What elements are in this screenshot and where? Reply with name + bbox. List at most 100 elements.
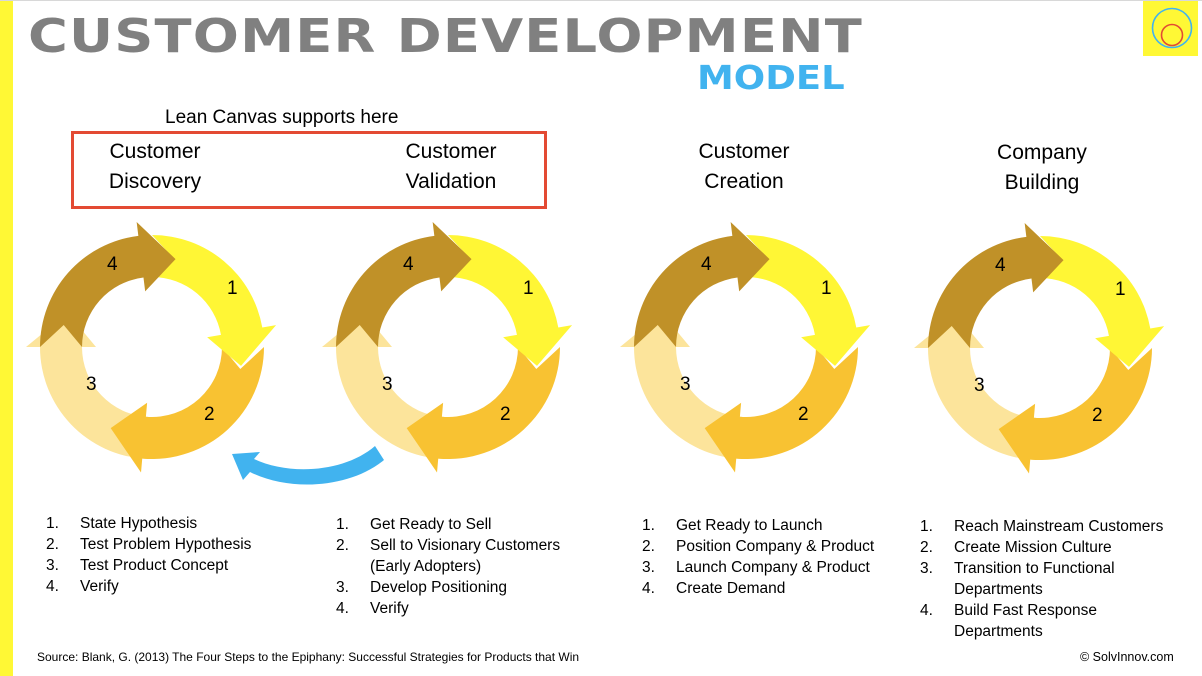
cycle-label-step-4: 4 (995, 255, 1006, 276)
cycle-arrow-step-1 (448, 235, 573, 366)
list-item: 3. Develop Positioning (336, 577, 560, 598)
step-number: 1. (46, 515, 59, 532)
cycle-label-step-4: 4 (107, 254, 118, 275)
phase-heading-line2: Validation (405, 170, 497, 193)
step-number: 2. (642, 538, 655, 555)
cycle-arrow-step-3 (914, 313, 1037, 460)
step-number: 3. (642, 559, 655, 576)
cycle-arrow-step-4 (928, 222, 1064, 348)
list-item: 4. Create Demand (642, 578, 874, 599)
list-item: 2.Create Mission Culture (920, 537, 1163, 558)
cycle-arrow-step-2 (110, 347, 265, 473)
step-number: 2. (46, 536, 59, 553)
list-item: 4. Verify (46, 576, 251, 597)
step-text: Verify (370, 600, 409, 617)
step-text: Create Demand (676, 580, 786, 597)
cycle-label-step-3: 3 (86, 374, 97, 395)
phase-heading-line1: Customer (405, 140, 497, 163)
step-text: Test Problem Hypothesis (80, 536, 252, 553)
cycle-label-step-2: 2 (500, 404, 511, 425)
phase-heading-line1: Customer (109, 140, 201, 163)
list-item: 4. Verify (336, 598, 560, 619)
step-text: Get Ready to Sell (370, 516, 492, 533)
step-number: 3. (336, 579, 349, 596)
cycle-arrow-step-4 (336, 221, 472, 347)
steps-list-building: 1. Reach Mainstream Customers 2.Create Mis… (920, 516, 1163, 642)
step-text: Get Ready to Launch (676, 517, 823, 534)
steps-list-validation: 1. Get Ready to Sell 2. Sell to Visionary C… (336, 514, 560, 619)
step-text: Departments (954, 623, 1043, 640)
step-number: 3. (920, 560, 933, 577)
cycle-label-step-1: 1 (821, 278, 832, 299)
phase-heading-line1: Customer (698, 140, 790, 163)
cycle-label-step-4: 4 (701, 254, 712, 275)
step-number: 4. (642, 580, 655, 597)
step-number (920, 579, 954, 600)
step-text: Develop Positioning (370, 579, 508, 596)
cycle-arrow-step-3 (26, 312, 149, 459)
list-item: 1. Get Ready to Launch (642, 515, 874, 536)
cycle-arrow-step-1 (1040, 236, 1165, 367)
step-text: Departments (954, 581, 1043, 598)
step-number: 2. (336, 537, 349, 554)
list-item: 1. Reach Mainstream Customers (920, 516, 1163, 537)
cycle-arrow-step-1 (152, 235, 277, 366)
copyright-notice: © SolvInnov.com (1080, 650, 1174, 664)
step-text: Create Mission Culture (954, 539, 1112, 556)
cycle-arrow-step-2 (406, 347, 560, 473)
lean-canvas-label: Lean Canvas supports here (165, 107, 399, 128)
step-text: Transition to Functional (954, 560, 1115, 577)
step-text: Build Fast Response (954, 602, 1098, 619)
lean-canvas-highlight-box (71, 131, 547, 209)
list-item: 2. Position Company & Product (642, 536, 874, 557)
step-text: Launch Company & Product (676, 559, 870, 576)
phase-heading-line2: Discovery (108, 170, 202, 193)
phase-heading-building: Company Building (982, 138, 1102, 198)
step-number (336, 556, 370, 577)
curved-return-arrow-icon (230, 440, 390, 500)
top-border (0, 0, 1202, 1)
list-item: 3. Transition to Functional (920, 558, 1163, 579)
step-number: 1. (642, 517, 655, 534)
cycle-arrow-step-2 (998, 348, 1152, 474)
step-number: 4. (920, 602, 933, 619)
step-number: 1. (920, 518, 933, 535)
step-number: 1. (336, 516, 349, 533)
cycle-arrow-step-3 (620, 312, 743, 459)
step-number: 4. (46, 578, 59, 595)
cycle-label-step-3: 3 (680, 374, 691, 395)
cycle-diagram-building: 1 2 3 4 (914, 222, 1165, 474)
list-item: 2. Test Problem Hypothesis (46, 534, 251, 555)
cycle-label-step-2: 2 (1092, 405, 1103, 426)
phase-heading-line2: Building (1004, 171, 1080, 194)
list-item: Departments (920, 621, 1163, 642)
cycle-label-step-1: 1 (1115, 279, 1126, 300)
list-item: 3.Test Product Concept (46, 555, 251, 576)
list-item: Departments (920, 579, 1163, 600)
page-subtitle: MODEL (697, 58, 845, 97)
step-text: Position Company & Product (676, 538, 875, 555)
cycle-arrow-step-2 (704, 347, 858, 473)
cycle-label-step-4: 4 (403, 254, 414, 275)
list-item: 4. Build Fast Response (920, 600, 1163, 621)
left-accent-bar (0, 1, 13, 676)
step-text: Verify (80, 578, 119, 595)
concentric-circles-logo-icon (1143, 1, 1198, 56)
step-text: Sell to Visionary Customers (370, 537, 561, 554)
steps-list-creation: 1. Get Ready to Launch 2. Position Company … (642, 515, 874, 599)
cycle-arrow-step-3 (322, 312, 445, 459)
list-item: 1.State Hypothesis (46, 513, 251, 534)
page-title: CUSTOMER DEVELOPMENT (28, 9, 863, 63)
cycle-arrow-step-4 (40, 221, 176, 347)
cycle-label-step-1: 1 (227, 278, 238, 299)
step-text: Test Product Concept (80, 557, 229, 574)
phase-heading-line1: Company (997, 141, 1087, 164)
phase-heading-discovery: Customer Discovery (95, 137, 215, 197)
cycle-label-step-3: 3 (382, 374, 393, 395)
step-number: 4. (336, 600, 349, 617)
step-text: Reach Mainstream Customers (954, 518, 1164, 535)
cycle-label-step-3: 3 (974, 375, 985, 396)
